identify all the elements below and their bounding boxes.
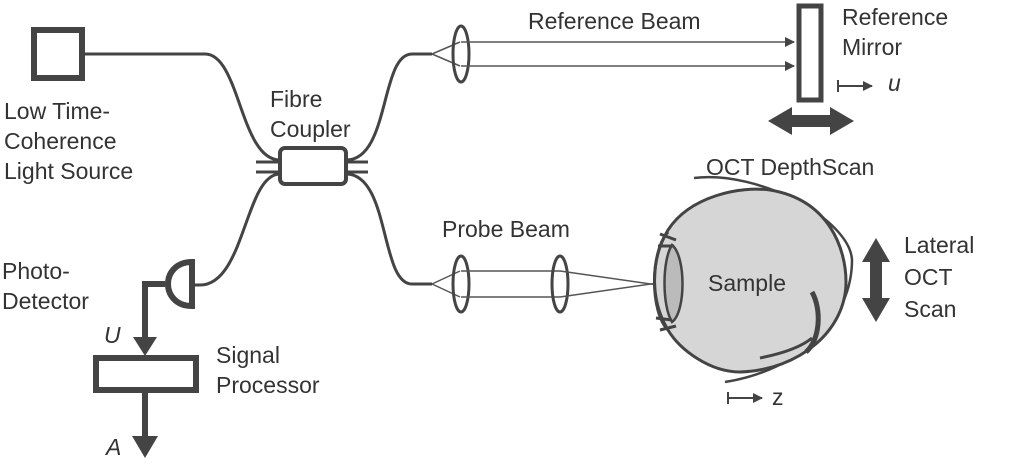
sample-label: Sample: [708, 270, 786, 296]
detector-label-line2: Detector: [2, 288, 89, 314]
source-label-line3: Light Source: [4, 158, 134, 184]
reference-mirror: [796, 3, 824, 103]
detector-label-line1: Photo-: [2, 258, 70, 284]
processor-label-line2: Processor: [216, 372, 320, 398]
probe-beam-label: Probe Beam: [442, 216, 570, 242]
source-label-line2: Coherence: [4, 128, 117, 154]
reference-lens: [451, 24, 471, 84]
coupler-label-line1: Fibre: [270, 86, 323, 112]
light-source-box: [31, 27, 85, 81]
eye-sample: [653, 175, 854, 384]
probe-lens-2: [550, 254, 570, 314]
processor-label-line1: Signal: [216, 342, 280, 368]
detector-fibre: [192, 172, 281, 287]
coupler-label-line2: Coupler: [270, 116, 351, 142]
lateral-label-line3: Scan: [904, 296, 957, 322]
depth-scan-label: OCT DepthScan: [706, 154, 875, 180]
probe-fibre: [345, 172, 432, 286]
fibre-coupler: [278, 146, 348, 186]
source-label-line1: Low Time-: [4, 98, 111, 124]
probe-lens-1: [451, 254, 471, 314]
reference-mirror-label-line1: Reference: [842, 4, 949, 30]
mirror-axis-label: u: [888, 70, 901, 96]
lateral-label-line2: OCT: [904, 264, 953, 290]
reference-beam-label: Reference Beam: [528, 8, 701, 34]
lateral-label-line1: Lateral: [904, 232, 975, 258]
depth-axis-label: z: [772, 384, 784, 410]
lateral-scan-arrow: [862, 238, 890, 322]
reference-fibre: [345, 52, 432, 162]
source-fibre: [82, 52, 281, 162]
photodetector: [165, 258, 195, 310]
signal-u-arrow: [133, 337, 157, 356]
signal-out-label: A: [106, 434, 122, 460]
signal-a-arrow: [132, 436, 158, 458]
reference-mirror-label-line2: Mirror: [842, 34, 903, 60]
signal-in-label: U: [104, 322, 121, 348]
signal-processor-box: [93, 355, 199, 393]
mirror-scan-arrow: [768, 107, 854, 135]
